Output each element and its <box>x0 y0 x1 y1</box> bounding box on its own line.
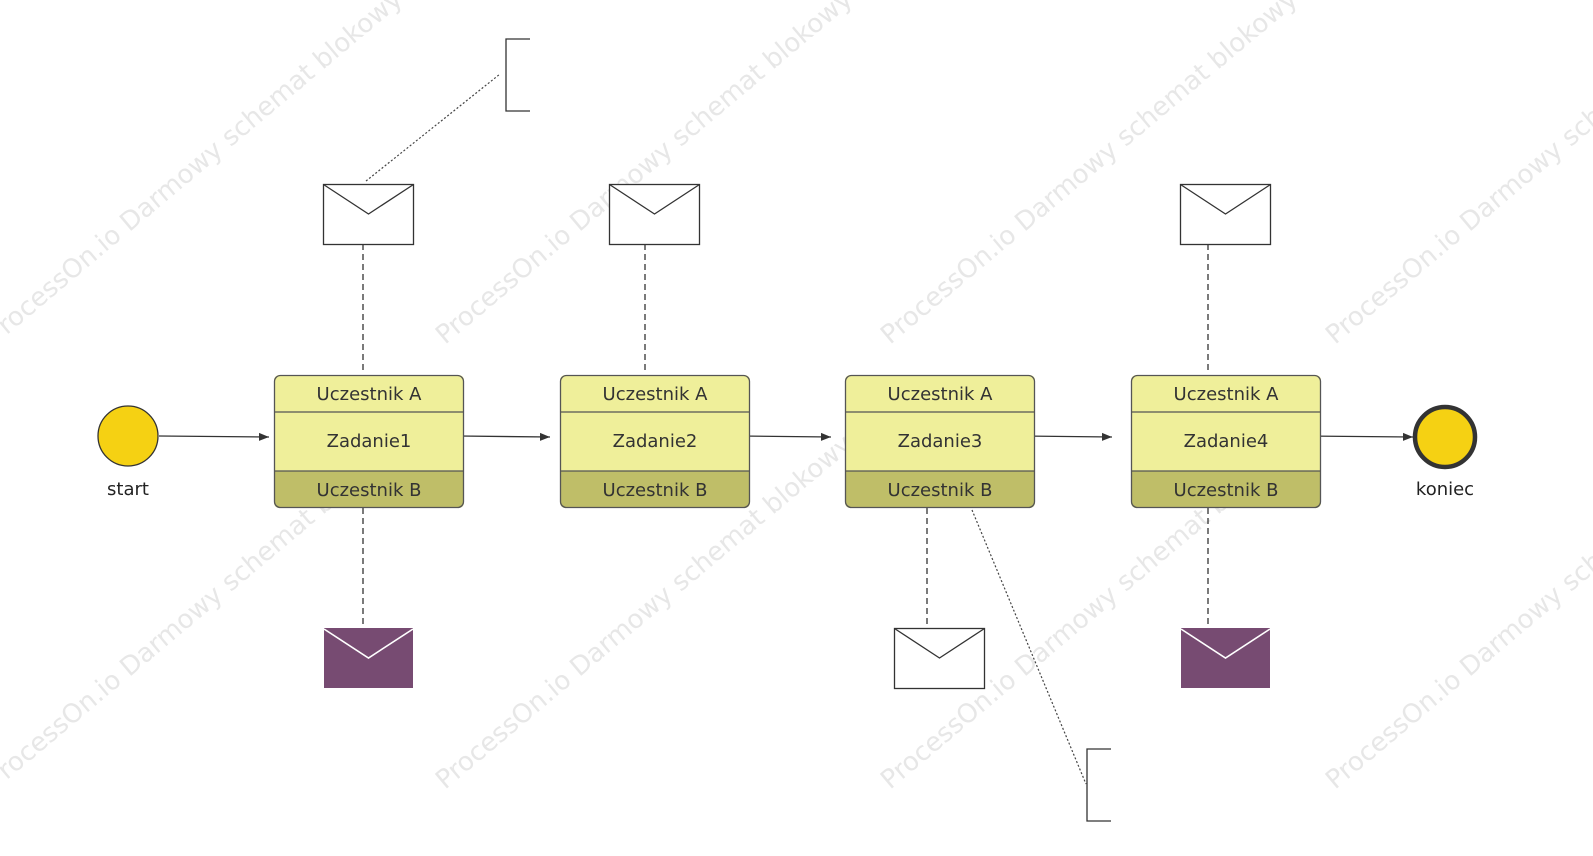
task-name: Zadanie2 <box>613 431 698 452</box>
filled-envelope-icon[interactable] <box>1180 628 1271 688</box>
watermark-layer: ProcessOn.io Darmowy schemat blokowy Pro… <box>0 0 1593 795</box>
filled-envelope-icon[interactable] <box>323 628 414 688</box>
outline-envelope-icon[interactable] <box>322 183 415 246</box>
task-name: Zadanie3 <box>898 431 983 452</box>
outline-envelope-icon[interactable] <box>1179 183 1272 246</box>
choreography-task[interactable]: Uczestnik A Zadanie1 Uczestnik B <box>273 374 465 509</box>
events: start koniec <box>97 404 1478 500</box>
sequence-flow[interactable] <box>739 432 832 441</box>
receiving-participant-label: Uczestnik B <box>603 480 708 501</box>
initiating-participant-label: Uczestnik A <box>888 384 994 405</box>
sequence-flow[interactable] <box>158 432 270 441</box>
start-event[interactable]: start <box>97 405 159 500</box>
choreography-task[interactable]: Uczestnik A Zadanie2 Uczestnik B <box>559 374 751 509</box>
text-annotation[interactable] <box>505 38 530 112</box>
end-event[interactable]: koniec <box>1412 404 1478 500</box>
initiating-participant-label: Uczestnik A <box>603 384 709 405</box>
choreography-task[interactable]: Uczestnik A Zadanie4 Uczestnik B <box>1130 374 1322 509</box>
messages <box>322 183 1272 690</box>
association-line[interactable] <box>365 73 501 182</box>
initiating-participant-label: Uczestnik A <box>317 384 423 405</box>
sequence-flow[interactable] <box>458 432 551 441</box>
outline-envelope-icon[interactable] <box>608 183 701 246</box>
initiating-participant-label: Uczestnik A <box>1174 384 1280 405</box>
outline-envelope-icon[interactable] <box>893 627 986 690</box>
sequence-flow[interactable] <box>1302 432 1414 441</box>
connectors <box>158 73 1414 785</box>
association-line[interactable] <box>971 509 1087 785</box>
task-name: Zadanie1 <box>327 431 412 452</box>
sequence-flow[interactable] <box>1020 432 1113 441</box>
watermark-text: ProcessOn.io Darmowy schemat blokowy <box>875 0 1303 350</box>
watermark-text: ProcessOn.io Darmowy schemat blokowy <box>0 0 409 350</box>
receiving-participant-label: Uczestnik B <box>888 480 993 501</box>
annotations <box>505 38 1111 822</box>
choreography-task[interactable]: Uczestnik A Zadanie3 Uczestnik B <box>844 374 1036 509</box>
receiving-participant-label: Uczestnik B <box>1174 480 1279 501</box>
start-event-label: start <box>107 479 149 500</box>
end-event-label: koniec <box>1416 479 1474 500</box>
text-annotation[interactable] <box>1086 748 1111 822</box>
task-name: Zadanie4 <box>1184 431 1269 452</box>
watermark-text: ProcessOn.io Darmowy schemat blokowy <box>1320 0 1593 350</box>
receiving-participant-label: Uczestnik B <box>317 480 422 501</box>
choreography-tasks: Uczestnik A Zadanie1 Uczestnik B Uczestn… <box>273 374 1322 509</box>
